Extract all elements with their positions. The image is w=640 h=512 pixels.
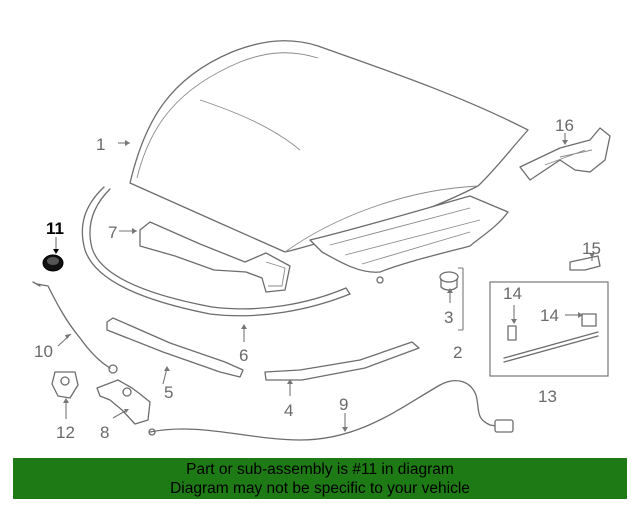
- callout-8: 8: [100, 423, 109, 442]
- seal-strip-part: [81, 186, 351, 317]
- callout-10: 10: [34, 342, 53, 361]
- callout-16: 16: [555, 116, 574, 135]
- callout-9: 9: [339, 395, 348, 414]
- part-11-knob: [42, 254, 64, 272]
- grommet-part: [439, 271, 459, 291]
- callout-5: 5: [164, 383, 173, 402]
- arrowheads: [53, 140, 595, 432]
- cable-part: [148, 380, 514, 441]
- strut-kit-box: [489, 281, 609, 377]
- callout-11: 11: [46, 219, 64, 238]
- side-strip-part: [264, 341, 420, 381]
- release-cable-part: [32, 281, 118, 374]
- callout-14a: 14: [503, 284, 522, 303]
- latch-part: [96, 379, 151, 425]
- hood-seal-part: [139, 221, 291, 293]
- front-bar-part: [106, 317, 244, 378]
- callout-13: 13: [538, 387, 557, 406]
- callout-6: 6: [239, 346, 248, 365]
- footer-banner: Part or sub-assembly is #11 in diagram D…: [13, 458, 627, 499]
- bracket-part: [569, 255, 601, 271]
- parts-diagram: 1 2 3 4 5 6 7 8 9 10 11 12 13 14 14 15 1…: [32, 40, 611, 442]
- callout-15: 15: [582, 239, 601, 258]
- lock-part: [51, 371, 79, 399]
- callout-7: 7: [108, 223, 117, 242]
- callout-12: 12: [56, 423, 75, 442]
- footer-line-2: Diagram may not be specific to your vehi…: [170, 480, 470, 497]
- hood-part: [129, 40, 529, 253]
- hinge-part: [519, 127, 611, 181]
- callout-14b: 14: [540, 306, 559, 325]
- callout-1: 1: [96, 135, 105, 154]
- insulator-part: [309, 195, 509, 284]
- footer-line-1: Part or sub-assembly is #11 in diagram: [186, 461, 454, 478]
- callout-2: 2: [453, 343, 462, 362]
- callout-4: 4: [284, 401, 293, 420]
- callout-3: 3: [444, 308, 453, 327]
